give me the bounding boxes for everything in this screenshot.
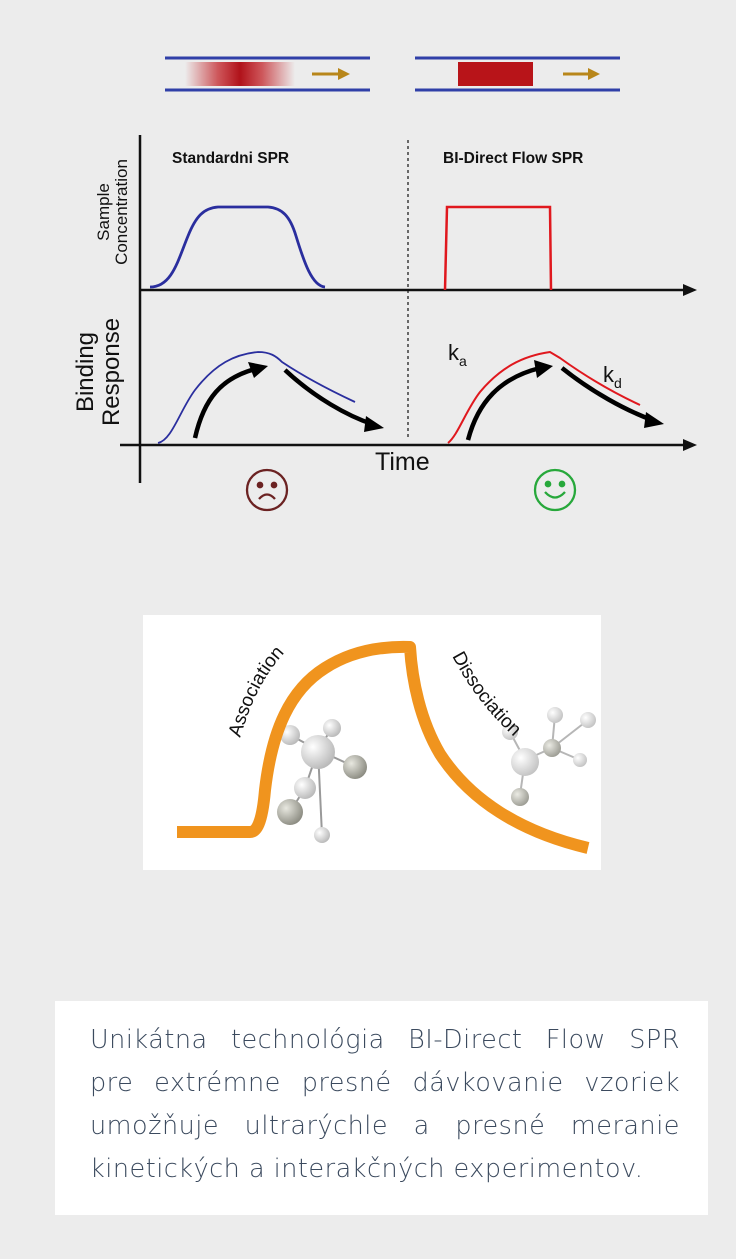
bidirect-binding-curve	[447, 350, 641, 444]
flow-arrow-icon	[563, 68, 600, 80]
binding-kinetics-curve	[177, 640, 590, 854]
smiley-face-icon	[533, 468, 577, 512]
arrowhead-icon	[644, 412, 664, 428]
flow-arrow-icon	[312, 68, 350, 80]
caption-box: Unikátna technológia BI-Direct Flow SPR …	[55, 1001, 708, 1215]
kinetics-illustration: Association Dissociation	[143, 615, 601, 870]
kd-label: kd	[603, 362, 622, 391]
svg-text:Binding: Binding	[72, 332, 99, 412]
standard-concentration-curve	[149, 205, 326, 289]
bidirect-concentration-pulse	[443, 205, 553, 291]
standard-association-arrow	[192, 366, 256, 439]
standard-flow-tube	[165, 56, 370, 92]
standard-dissociation-arrow	[283, 368, 373, 427]
spr-comparison-diagram: Standardni SPR BI-Direct Flow SPR Sample…	[72, 56, 697, 870]
diffused-sample-plug	[185, 62, 295, 86]
sharp-sample-plug	[458, 62, 533, 86]
molecule-icon	[502, 707, 596, 806]
molecule-icon	[277, 719, 367, 843]
svg-text:Sample: Sample	[94, 183, 113, 241]
ka-label: ka	[448, 340, 467, 369]
caption-line: umožňuje ultrarýchle a presné meranie	[90, 1111, 680, 1141]
caption-line: Unikátna technológia BI-Direct Flow SPR	[90, 1025, 680, 1055]
standard-binding-curve	[157, 351, 356, 444]
y-label-concentration: Sample Concentration	[94, 159, 131, 265]
svg-text:Response: Response	[98, 318, 125, 426]
arrowhead-icon	[248, 362, 268, 378]
y-label-binding-response: Binding Response	[72, 318, 125, 426]
x-axis-label: Time	[375, 448, 430, 476]
caption-line: pre extrémne presné dávkovanie vzoriek	[90, 1068, 680, 1098]
right-panel-title: BI-Direct Flow SPR	[443, 150, 583, 167]
bidirect-flow-tube	[415, 56, 620, 92]
sad-face-icon	[245, 468, 289, 512]
caption-text: Unikátna technológia BI-Direct Flow SPR …	[90, 1019, 680, 1191]
arrowhead-icon	[364, 416, 384, 432]
bidirect-association-arrow	[465, 365, 541, 441]
bidirect-dissociation-arrow	[560, 366, 653, 423]
arrowhead-icon	[534, 360, 553, 378]
caption-line: kinetických a interakčných experimentov.	[90, 1154, 644, 1184]
left-panel-title: Standardni SPR	[172, 150, 289, 167]
axes	[120, 135, 697, 483]
svg-text:Concentration: Concentration	[112, 159, 131, 265]
